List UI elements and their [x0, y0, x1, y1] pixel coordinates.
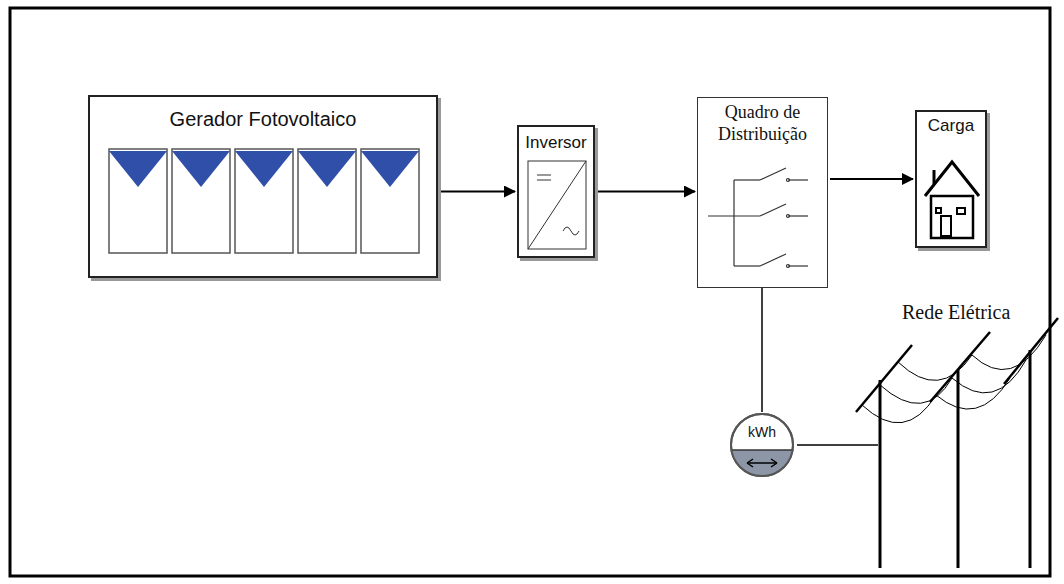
node-graphic — [729, 412, 795, 478]
connector — [597, 191, 695, 193]
grid-node: Rede Elétrica — [880, 296, 1050, 566]
node-label: Quadro de Distribuição — [704, 102, 821, 145]
node-label: Carga — [917, 116, 985, 136]
node-label: kWh — [729, 424, 795, 441]
energy-meter: kWh — [729, 412, 795, 478]
inverter-symbol — [528, 161, 586, 249]
switch-symbols — [708, 168, 808, 268]
distribution-board-box: Quadro de Distribuição — [697, 97, 828, 288]
node-label: Inversor — [519, 133, 593, 153]
inverter-box: Inversor — [517, 125, 595, 258]
connector — [761, 288, 763, 412]
pv-generator-box: Gerador Fotovoltaico — [88, 95, 438, 278]
connector — [440, 191, 515, 193]
meter-symbol — [729, 414, 795, 478]
frame — [10, 8, 1050, 576]
load-box: Carga — [915, 110, 987, 248]
power-poles — [856, 318, 1058, 568]
node-label: Rede Elétrica — [902, 300, 1050, 324]
connector — [797, 444, 878, 446]
pv-panels — [109, 149, 419, 253]
connector — [830, 178, 913, 180]
house-icon — [925, 162, 979, 238]
node-label: Gerador Fotovoltaico — [90, 107, 436, 131]
